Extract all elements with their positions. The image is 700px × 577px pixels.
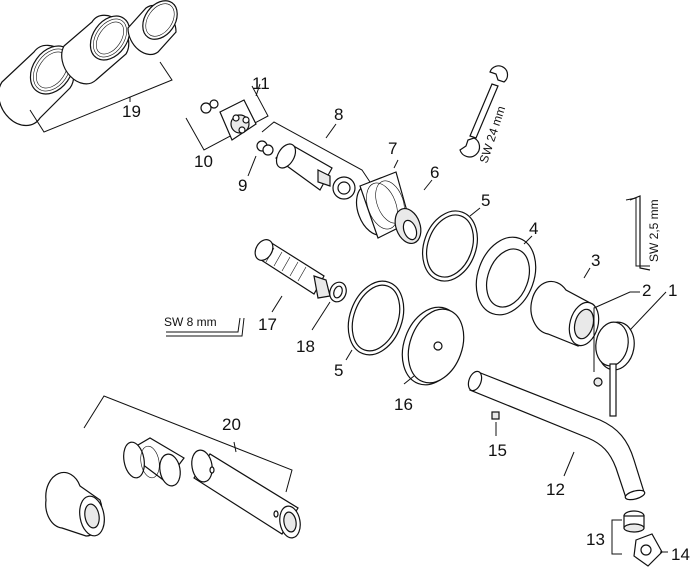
part-8-cartridge [261,121,371,200]
part-4-rosette [475,235,537,316]
part-16-cover [401,306,465,386]
label-6: 6 [430,163,439,182]
label-12: 12 [546,480,565,499]
hex-key-8-icon [166,317,245,337]
part-12-spout [467,370,646,501]
hex-key-icon [625,195,651,271]
part-13-aerator [611,510,645,555]
label-19: 19 [122,102,141,121]
part-5-ring-lower [345,280,405,361]
label-9: 9 [238,176,247,195]
label-5-upper: 5 [481,191,490,210]
label-5-lower: 5 [334,361,343,380]
label-2: 2 [642,281,651,300]
part-18-ring [311,281,347,331]
wrench-icon [459,65,509,158]
label-4: 4 [529,219,538,238]
label-20: 20 [222,415,241,434]
part-20-extension-set [45,395,301,539]
part-2-grub-screw [593,291,640,387]
label-18: 18 [296,337,315,356]
label-17: 17 [258,315,277,334]
label-10: 10 [194,152,213,171]
part-1-handle [595,291,667,417]
label-16: 16 [394,395,413,414]
label-3: 3 [591,251,600,270]
label-14: 14 [671,545,690,564]
part-7-threaded-body [355,159,422,245]
label-7: 7 [388,139,397,158]
label-15: 15 [488,441,507,460]
hexkey-8-label: SW 8 mm [164,315,217,329]
part-17-extension [254,239,331,313]
label-11: 11 [252,74,270,93]
part-3-lever-sleeve [530,267,600,347]
part-15-screw [491,411,500,436]
label-1: 1 [668,281,677,300]
part-5-ring-upper [422,207,481,282]
label-13: 13 [586,530,605,549]
hexkey-25-label: SW 2,5 mm [647,199,661,262]
label-8: 8 [334,105,343,124]
part-14-aerator-key [633,533,668,567]
part-19-sleeves [0,0,178,133]
part-10-11-seals [185,83,274,156]
